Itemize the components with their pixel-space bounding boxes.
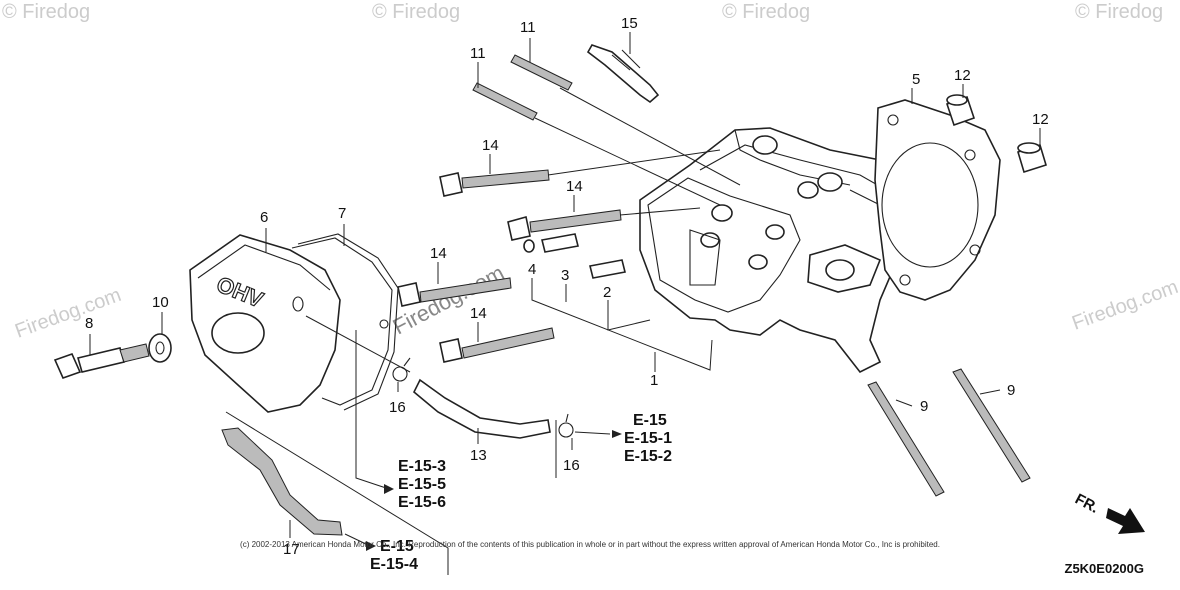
- callout-11-lower: 11: [470, 45, 486, 62]
- ref-right-1[interactable]: E-15: [633, 412, 667, 429]
- callout-6: 6: [260, 209, 268, 226]
- callout-2: 2: [603, 284, 611, 301]
- callout-14-third: 14: [430, 245, 447, 262]
- watermark-2: © Firedog: [372, 1, 460, 23]
- stud-bolts-11: [472, 54, 573, 121]
- callout-12-left: 12: [954, 67, 971, 84]
- arrow-head-bottom-ref: [366, 541, 376, 551]
- ref-bottom-1[interactable]: E-15: [380, 538, 414, 555]
- ref-right-3[interactable]: E-15-2: [624, 448, 672, 465]
- callout-14-bottom: 14: [470, 305, 487, 322]
- watermark-7: Firedog.com: [1069, 276, 1180, 335]
- callout-13: 13: [470, 447, 487, 464]
- callout-15: 15: [621, 15, 638, 32]
- callout-4: 4: [528, 261, 536, 278]
- callout-3: 3: [561, 267, 569, 284]
- watermark-3: © Firedog: [722, 1, 810, 23]
- ref-middle-1[interactable]: E-15-3: [398, 458, 446, 475]
- callout-5: 5: [912, 71, 920, 88]
- front-direction-indicator: FR.: [1072, 491, 1145, 534]
- callout-9-left: 9: [920, 398, 928, 415]
- breather-tube-13: [413, 378, 551, 439]
- front-label: FR.: [1072, 491, 1101, 517]
- watermark-5: Firedog.com: [12, 284, 124, 343]
- callout-8: 8: [85, 315, 93, 332]
- arrow-head-middle-ref: [384, 484, 394, 494]
- watermark-4: © Firedog: [1075, 1, 1163, 23]
- head-gasket: [874, 99, 1001, 301]
- head-cover: OHV: [189, 234, 341, 413]
- ref-middle-3[interactable]: E-15-6: [398, 494, 446, 511]
- arrow-head-right-ref: [612, 430, 622, 438]
- cover-gasket: [291, 233, 399, 411]
- valve-parts: [523, 233, 626, 279]
- callout-14-second: 14: [566, 178, 583, 195]
- cylinder-head: [639, 127, 911, 374]
- callout-11-upper: 11: [520, 19, 536, 36]
- callout-14-top: 14: [482, 137, 499, 154]
- flange-bolts-14: [397, 169, 622, 363]
- callout-16-left: 16: [389, 399, 406, 416]
- callout-12-right: 12: [1032, 111, 1049, 128]
- callout-10: 10: [152, 294, 169, 311]
- dowel-pins: [945, 94, 1047, 174]
- spark-plug: [586, 44, 660, 104]
- watermark-1: © Firedog: [2, 1, 90, 23]
- callout-9-right: 9: [1007, 382, 1015, 399]
- callout-17: 17: [283, 541, 300, 558]
- callouts: 11 11 15 5 12 12 14 14 14 14 4 3 2 1 6 7…: [85, 15, 1049, 558]
- callout-7: 7: [338, 205, 346, 222]
- reference-labels: E-15 E-15-1 E-15-2 E-15-3 E-15-5 E-15-6 …: [370, 412, 672, 573]
- breather-tube-17: [221, 427, 343, 536]
- callout-16-right: 16: [563, 457, 580, 474]
- leader-lines: [89, 32, 1041, 575]
- cover-bolt: [53, 343, 150, 380]
- ref-middle-2[interactable]: E-15-5: [398, 476, 446, 493]
- front-arrow-icon: [1106, 508, 1145, 534]
- sealing-washer: [148, 333, 172, 363]
- stud-bolts-9: [867, 368, 1031, 497]
- ref-bottom-2[interactable]: E-15-4: [370, 556, 418, 573]
- ref-right-2[interactable]: E-15-1: [624, 430, 672, 447]
- callout-1: 1: [650, 372, 658, 389]
- diagram-code: Z5K0E0200G: [1064, 561, 1145, 576]
- copyright-notice: (c) 2002-2013 American Honda Motor Co., …: [240, 540, 940, 549]
